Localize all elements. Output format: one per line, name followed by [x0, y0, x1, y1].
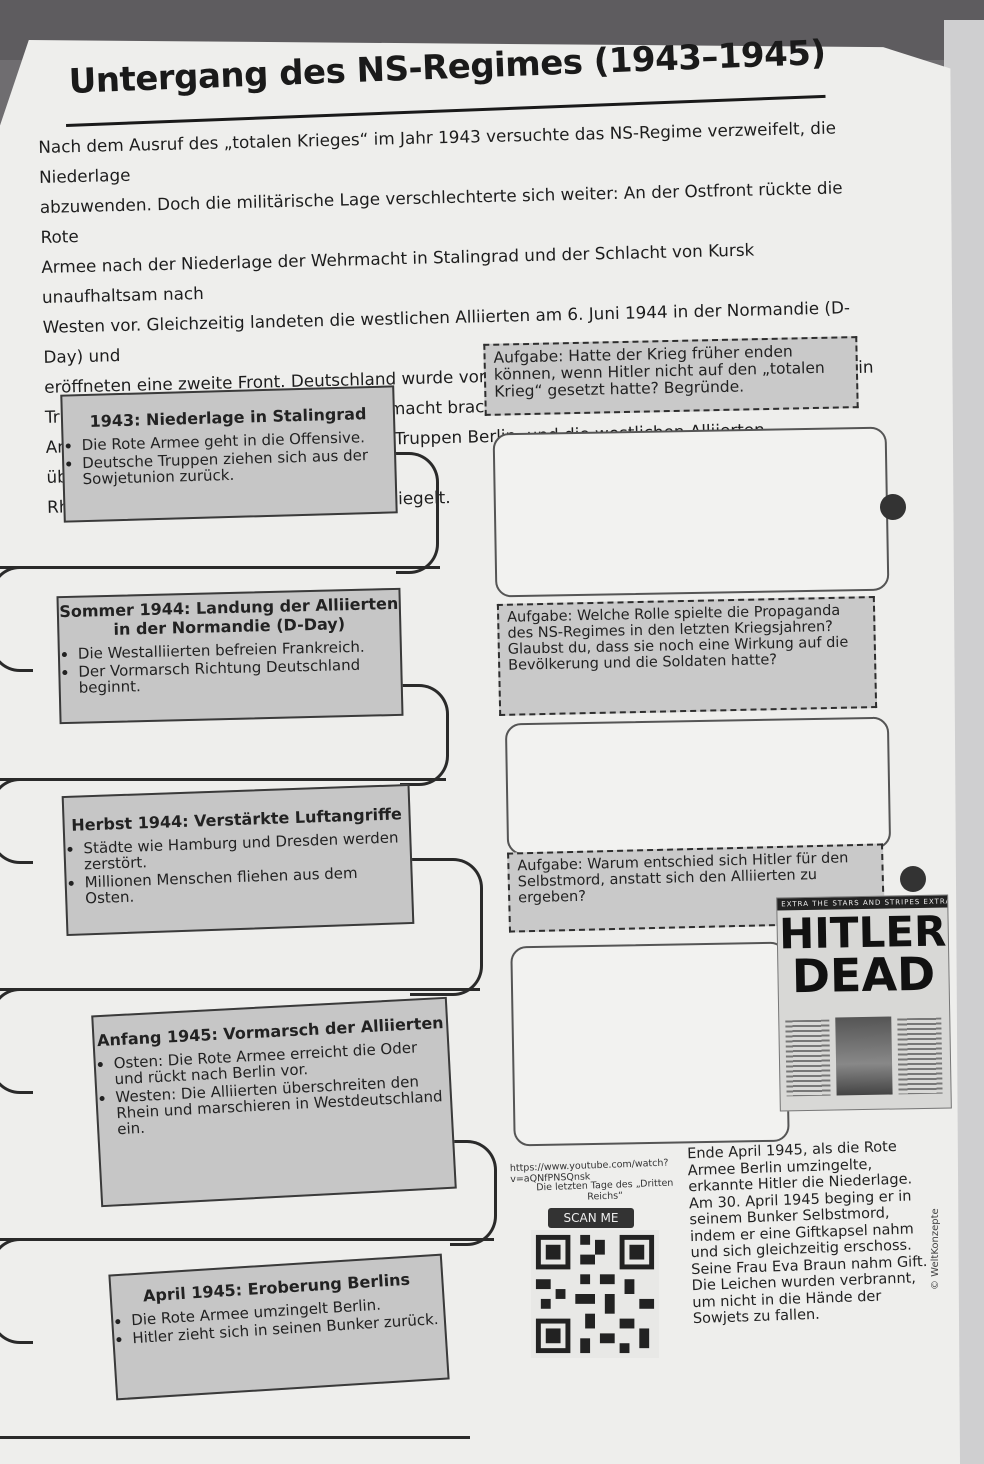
timeline-connector — [0, 988, 480, 991]
timeline-connector — [0, 566, 440, 569]
qr-code-icon[interactable] — [530, 1230, 660, 1358]
event-item: Deutsche Truppen ziehen sich aus der Sow… — [82, 446, 395, 488]
answer-box-2[interactable] — [504, 716, 892, 856]
event-title: 1943: Niederlage in Stalingrad — [89, 404, 367, 431]
timeline-connector — [0, 778, 446, 781]
event-item: Der Vormarsch Richtung Deutschland begin… — [78, 656, 401, 697]
newspaper-column — [785, 1019, 831, 1097]
decorative-dot-icon — [880, 494, 906, 520]
timeline-connector — [400, 684, 449, 786]
scan-me-badge: SCAN ME — [548, 1208, 634, 1228]
decorative-dot-icon — [900, 866, 926, 892]
answer-box-1[interactable] — [492, 426, 890, 598]
event-box-april-1945: April 1945: Eroberung Berlins Die Rote A… — [108, 1253, 450, 1401]
event-title: Sommer 1944: Landung der Alliierten in d… — [59, 593, 399, 639]
event-box-autumn-1944: Herbst 1944: Verstärkte Luftangriffe Stä… — [61, 783, 415, 937]
event-box-1943: 1943: Niederlage in Stalingrad Die Rote … — [60, 385, 398, 523]
answer-box-3[interactable] — [510, 941, 790, 1147]
newspaper-photo — [835, 1016, 893, 1096]
credit-text: © WeltKonzepte — [930, 1208, 941, 1290]
timeline-connector — [0, 988, 33, 1094]
timeline-connector — [0, 778, 33, 864]
newspaper-headline-2: DEAD — [791, 946, 936, 1004]
task-total-war: Aufgabe: Hatte der Krieg früher enden kö… — [483, 336, 859, 416]
timeline-connector — [410, 858, 483, 996]
ending-text: Ende April 1945, als die Rote Armee Berl… — [686, 1138, 928, 1328]
newspaper-hitler-dead-image: EXTRA THE STARS AND STRIPES EXTRA HITLER… — [776, 894, 952, 1112]
event-box-early-1945: Anfang 1945: Vormarsch der Alliierten Os… — [91, 996, 457, 1208]
event-box-summer-1944: Sommer 1944: Landung der Alliierten in d… — [56, 587, 404, 725]
timeline-connector — [396, 452, 439, 574]
timeline-connector — [0, 566, 33, 672]
timeline-connector — [450, 1140, 497, 1246]
timeline-connector — [0, 1238, 494, 1241]
timeline-connector — [0, 1238, 33, 1344]
timeline-connector — [0, 1436, 470, 1439]
task-propaganda: Aufgabe: Welche Rolle spielte die Propag… — [496, 596, 878, 716]
newspaper-column — [897, 1017, 943, 1095]
